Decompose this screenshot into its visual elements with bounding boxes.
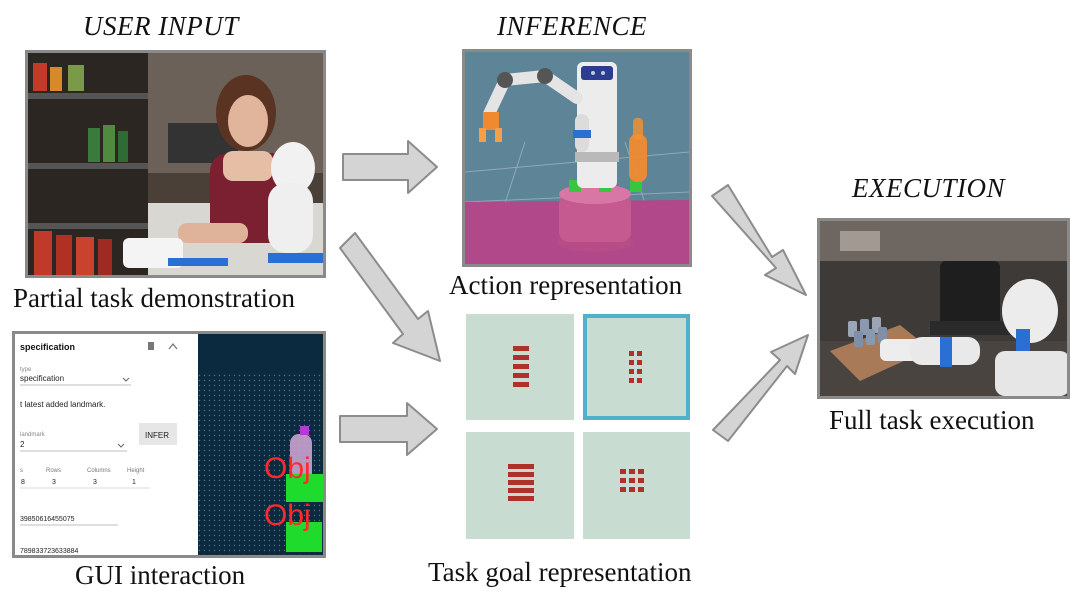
demonstration-caption: Partial task demonstration <box>13 283 295 313</box>
execution-caption: Full task execution <box>829 405 1035 435</box>
column-header-s: s <box>20 468 23 474</box>
gui-caption: GUI interaction <box>75 560 246 590</box>
column-header-rows: Rows <box>46 468 61 474</box>
landmark-label: landmark <box>20 432 46 438</box>
action-caption: Action representation <box>449 270 683 300</box>
infer-button-label[interactable]: INFER <box>145 431 169 440</box>
coordinate-field-2[interactable]: 789833723633884 <box>20 548 79 555</box>
task-goal-grid <box>466 314 690 539</box>
gui-3d-canvas[interactable]: Obj Obj <box>198 334 323 555</box>
arrow <box>712 334 809 442</box>
execution-photo <box>817 218 1070 399</box>
value-s[interactable]: 8 <box>21 479 25 486</box>
instruction-text: t latest added landmark. <box>20 400 105 409</box>
column-header-height: Height <box>127 468 145 474</box>
arrow <box>339 232 441 362</box>
goal-tile[interactable] <box>466 432 574 539</box>
task-goal-caption: Task goal representation <box>428 557 692 587</box>
object-label: Obj <box>264 499 311 532</box>
gui-side-panel: specification type specification t lates… <box>15 334 198 555</box>
arrow <box>339 402 438 456</box>
type-select[interactable]: specification <box>20 374 64 383</box>
goal-tile[interactable] <box>583 432 690 539</box>
dropdown-arrow-icon[interactable] <box>117 443 125 448</box>
demonstration-photo <box>25 50 326 278</box>
landmark-select[interactable]: 2 <box>20 440 25 449</box>
gui-screenshot: specification type specification t lates… <box>12 331 326 558</box>
dropdown-arrow-icon[interactable] <box>122 377 130 382</box>
object-label: Obj <box>264 452 311 485</box>
delete-icon[interactable] <box>148 342 154 350</box>
execution-heading: EXECUTION <box>852 173 1005 203</box>
value-rows[interactable]: 3 <box>52 479 56 486</box>
type-label: type <box>20 367 32 373</box>
arrow <box>711 184 807 296</box>
user-input-heading: USER INPUT <box>83 11 239 41</box>
inference-heading: INFERENCE <box>497 11 647 41</box>
value-height[interactable]: 1 <box>132 479 136 486</box>
value-columns[interactable]: 3 <box>93 479 97 486</box>
arrow <box>342 140 438 194</box>
gui-title: specification <box>20 342 75 352</box>
infer-button[interactable] <box>139 423 177 445</box>
chevron-up-icon[interactable] <box>168 342 178 350</box>
action-representation-render <box>462 49 692 267</box>
goal-blocks <box>508 346 644 501</box>
goal-tile-selected[interactable] <box>583 314 690 420</box>
column-header-columns: Columns <box>87 468 111 474</box>
coordinate-field-1[interactable]: 39850616455075 <box>20 516 75 523</box>
